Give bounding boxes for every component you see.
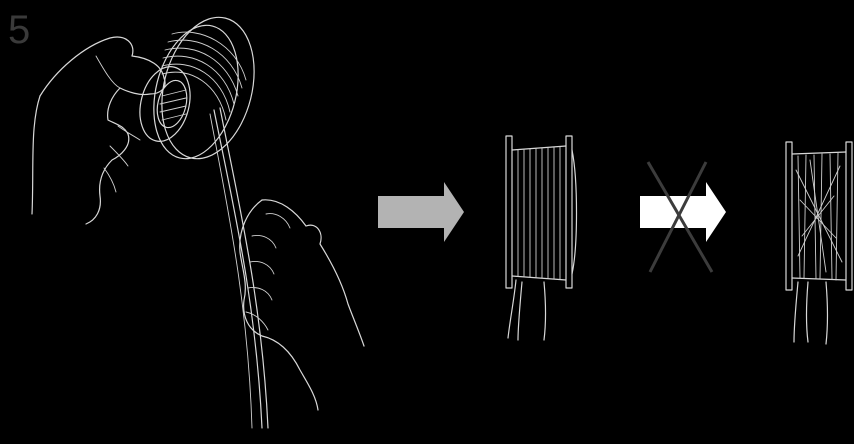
- neatly-wound-spool-icon: [506, 136, 577, 340]
- crossed-out-arrow-icon: [640, 162, 726, 272]
- tangled-spool-icon: [786, 142, 852, 344]
- step-number: 5: [8, 8, 30, 52]
- gray-arrow-icon: [378, 182, 464, 242]
- hands-holding-spool-icon: [32, 7, 364, 428]
